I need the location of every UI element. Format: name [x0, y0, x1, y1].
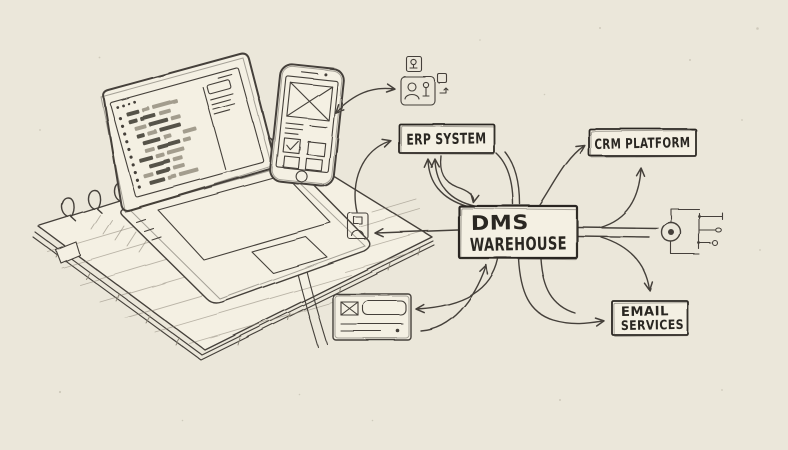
dms-label-line2: WAREHOUSE — [470, 233, 567, 256]
email-label-line1: EMAIL — [621, 304, 669, 320]
sidebar-button — [206, 79, 232, 95]
screen-topbar-line — [217, 73, 233, 79]
arrow-dms-to-disk — [374, 227, 459, 238]
arrow-dms-to-crm — [539, 144, 586, 206]
line-dms-to-connector-2 — [577, 235, 650, 238]
laptop-side-ports — [135, 218, 162, 241]
node-erp-system — [398, 123, 495, 155]
save-disk-icon — [347, 212, 369, 240]
laptop-screen-content — [109, 67, 265, 198]
phone-wireframe-image — [286, 81, 333, 121]
laptop-trackpad — [251, 236, 328, 274]
connector-arrows — [334, 83, 659, 332]
laptop-keyboard — [157, 174, 332, 261]
arrow-mail-card-to-dms — [420, 264, 489, 332]
node-labels: ERP SYSTEM CRM PLATFORM DMS WAREHOUSE EM… — [406, 129, 690, 334]
erp-label: ERP SYSTEM — [406, 129, 486, 148]
phone-wireframe-box — [304, 157, 323, 172]
arrow-dms-to-mail-card — [415, 258, 499, 314]
arrow-dms-to-email — [518, 258, 605, 327]
phone-wireframe-box — [306, 140, 326, 157]
browser-dots — [115, 100, 137, 109]
email-label-line2: SERVICES — [621, 318, 684, 334]
arrow-branch-to-crm — [599, 167, 646, 228]
laptop-sketch — [90, 52, 371, 304]
bookmark-tab — [55, 241, 81, 264]
phone-wireframe-text-lines — [284, 122, 328, 135]
card-text-lines — [340, 323, 404, 332]
node-dms-warehouse — [457, 204, 579, 261]
arrow-phone-to-user-icon — [334, 83, 396, 114]
phone-wireframe-box — [282, 155, 301, 170]
page-stack-edge — [32, 236, 435, 361]
phone-home-button — [295, 170, 308, 183]
share-arrow-icon — [439, 87, 449, 94]
user-card-icon — [400, 76, 436, 106]
arrow-dms-to-erp-1 — [423, 158, 468, 207]
arrow-dms-to-erp-2 — [430, 158, 477, 207]
mini-window-icon — [437, 73, 448, 84]
laptop-shadow-hatch — [90, 214, 149, 253]
phone-camera — [323, 72, 327, 76]
editor-divider — [202, 86, 227, 171]
smartphone-sketch — [269, 63, 345, 188]
hatched-button — [362, 300, 407, 316]
editor-sidebar — [206, 79, 236, 115]
phone-screen — [276, 75, 339, 174]
line-erp-to-dms-2 — [504, 151, 521, 205]
phone-wireframe-checkbox — [282, 137, 301, 155]
dms-label-line1: DMS — [471, 210, 529, 235]
node-crm-platform — [588, 128, 697, 158]
laptop-base-ghost — [129, 166, 366, 300]
arrow-disk-to-erp — [354, 138, 392, 213]
connector-pins-icon — [660, 208, 723, 255]
editor-code-lines — [126, 99, 200, 185]
arrow-erp-to-dms — [439, 155, 480, 203]
page-stack-edge — [34, 231, 434, 356]
node-email-services — [611, 300, 689, 337]
monitor-chip-icon — [406, 56, 423, 73]
card-dot — [396, 329, 400, 333]
arrow-branch-to-email — [600, 236, 654, 292]
laptop-screen — [109, 67, 265, 198]
envelope-icon — [340, 301, 359, 316]
email-message-card-icon — [332, 293, 412, 341]
line-dms-to-connector-1 — [577, 226, 659, 229]
user-profile-devices-icon — [400, 56, 449, 106]
crm-label: CRM PLATFORM — [594, 135, 690, 153]
line-dms-to-email — [540, 258, 576, 314]
editor-gutter-dots — [118, 117, 141, 189]
phone-speaker — [300, 71, 318, 75]
paper-speckles — [39, 26, 761, 421]
line-erp-to-dms-1 — [495, 152, 514, 205]
